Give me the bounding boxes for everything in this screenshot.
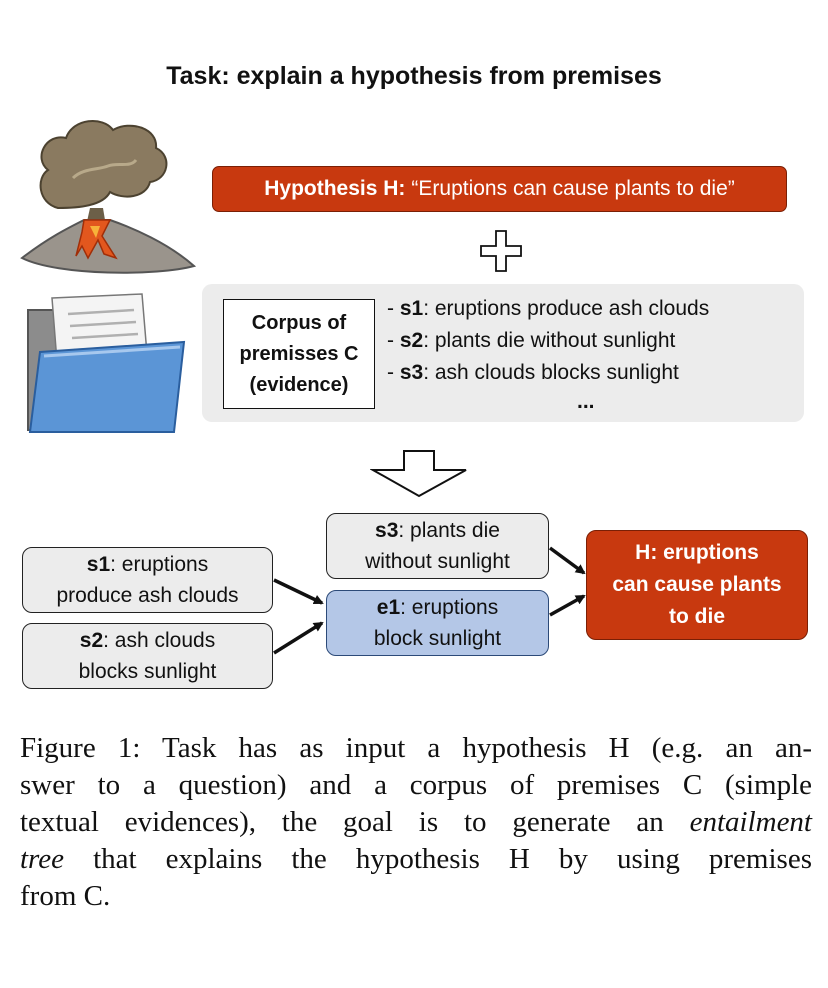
tree-node-h: H: eruptions can cause plants to die — [586, 530, 808, 640]
corpus-item: - s2: plants die without sunlight — [387, 329, 676, 352]
caption-emphasis: entailment — [689, 806, 812, 838]
hypothesis-text: “Eruptions can cause plants to die” — [411, 177, 735, 200]
tree-node-text: : plants die — [398, 519, 500, 542]
tree-node-line: without sunlight — [365, 550, 510, 573]
corpus-item: - s1: eruptions produce ash clouds — [387, 297, 710, 320]
corpus-item-text: : plants die without sunlight — [423, 329, 676, 352]
corpus-ellipsis: ... — [577, 390, 595, 413]
tree-edges — [273, 546, 586, 655]
caption-line: from C. — [20, 880, 111, 912]
corpus-label: Corpus of premisses C (evidence) — [223, 299, 375, 409]
tree-node-line: can cause plants — [612, 573, 782, 596]
tree-node-line: H: eruptions — [635, 541, 759, 564]
tree-node-line: blocks sunlight — [78, 660, 217, 683]
tree-node-id: s1 — [86, 553, 111, 576]
plus-icon — [480, 230, 522, 272]
hypothesis-box: Hypothesis H: “Eruptions can cause plant… — [212, 166, 787, 212]
tree-node-id: s2 — [79, 629, 104, 652]
edge-e1-h — [549, 594, 586, 617]
corpus-label-line: (evidence) — [249, 373, 349, 396]
caption-line: swer to a question) and a corpus of prem… — [20, 769, 812, 801]
tree-node-line: s3: plants die — [375, 515, 500, 546]
caption-text: that explains the hypothesis H by using … — [64, 843, 812, 875]
corpus-label-line: Corpus of — [251, 311, 347, 334]
corpus-list: - s1: eruptions produce ash clouds - s2:… — [387, 293, 709, 415]
tree-node-s2: s2: ash clouds blocks sunlight — [22, 623, 273, 689]
caption-line: Figure 1: Task has as input a hypothesis… — [20, 732, 812, 764]
tree-node-s3: s3: plants die without sunlight — [326, 513, 549, 579]
corpus-item-id: s2 — [399, 329, 424, 352]
tree-node-text: : ash clouds — [103, 629, 216, 652]
tree-node-line: e1: eruptions — [377, 592, 498, 623]
tree-node-s1: s1: eruptions produce ash clouds — [22, 547, 273, 613]
hypothesis-prefix: Hypothesis H: — [264, 177, 406, 200]
tree-node-e1: e1: eruptions block sunlight — [326, 590, 549, 656]
figure-title: Task: explain a hypothesis from premises — [166, 62, 662, 90]
corpus-item-id: s3 — [399, 361, 424, 384]
caption-emphasis: tree — [20, 843, 65, 875]
folder-icon — [27, 293, 186, 433]
tree-node-line: produce ash clouds — [56, 584, 239, 607]
tree-node-line: s1: eruptions — [87, 549, 208, 580]
edge-s2-e1 — [273, 621, 324, 655]
edge-s1-e1 — [273, 578, 324, 605]
corpus-item-text: : ash clouds blocks sunlight — [423, 361, 679, 384]
tree-node-id: e1 — [376, 596, 401, 619]
caption-line: textual evidences), the goal is to gener… — [20, 804, 812, 841]
tree-node-text: : eruptions — [400, 596, 499, 619]
tree-node-line: s2: ash clouds — [80, 625, 215, 656]
caption-text: textual evidences), the goal is to gener… — [20, 806, 690, 838]
corpus-item-text: : eruptions produce ash clouds — [423, 297, 710, 320]
volcano-icon — [20, 119, 196, 274]
tree-node-id: s3 — [375, 519, 399, 542]
tree-node-line: to die — [669, 605, 725, 628]
corpus-label-line: premisses C — [239, 342, 359, 365]
tree-node-text: : eruptions — [110, 553, 209, 576]
figure-caption: Figure 1: Task has as input a hypothesis… — [20, 730, 812, 915]
corpus-item: - s3: ash clouds blocks sunlight — [387, 361, 679, 384]
tree-node-line: block sunlight — [373, 627, 502, 650]
down-arrow-icon — [370, 450, 467, 498]
caption-line: tree that explains the hypothesis H by u… — [20, 841, 812, 878]
edge-s3-h — [548, 546, 586, 575]
corpus-item-id: s1 — [399, 297, 424, 320]
